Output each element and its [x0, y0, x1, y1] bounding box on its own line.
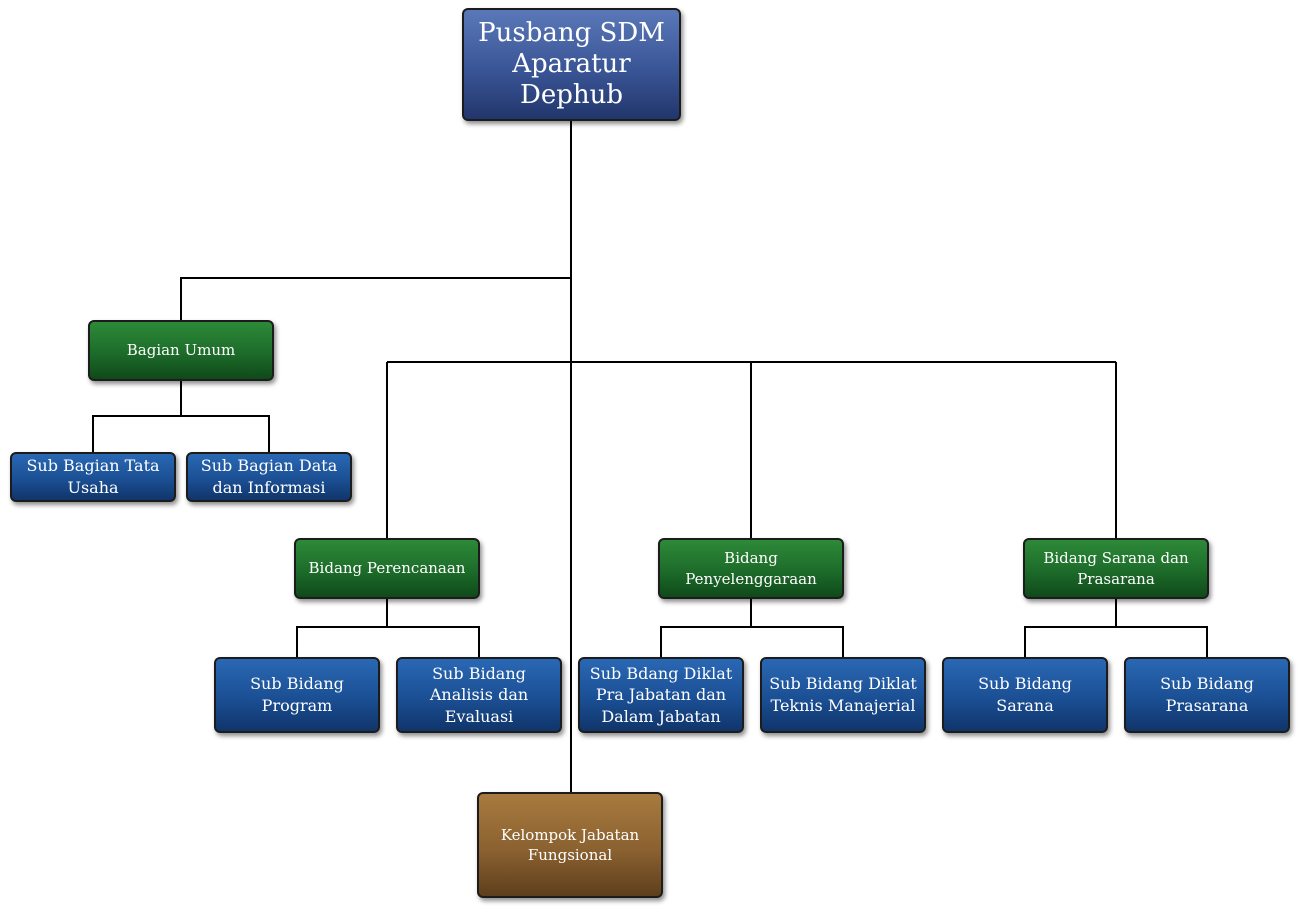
sub-bidang-diklat-pra-jabatan-label: Sub Bdang Diklat Pra Jabatan dan Dalam J… — [589, 663, 733, 726]
sub-bidang-program-label: Sub Bidang Program — [250, 674, 344, 715]
root-label: Pusbang SDM Aparatur Dephub — [478, 17, 665, 111]
kelompok-jabatan-fungsional-label: Kelompok Jabatan Fungsional — [500, 825, 640, 864]
bidang-sarana-prasarana-label: Bidang Sarana dan Prasarana — [1043, 549, 1189, 588]
sub-bagian-tata-usaha-label: Sub Bagian Tata Usaha — [26, 456, 160, 497]
bidang-penyelenggaraan-node: Bidang Penyelenggaraan — [658, 538, 844, 599]
sub-bidang-diklat-teknis-node: Sub Bidang Diklat Teknis Manajerial — [760, 657, 926, 733]
bidang-penyelenggaraan-label: Bidang Penyelenggaraan — [685, 549, 817, 588]
bagian-umum-label: Bagian Umum — [126, 341, 236, 360]
sub-bidang-diklat-teknis-label: Sub Bidang Diklat Teknis Manajerial — [769, 674, 917, 715]
root-node: Pusbang SDM Aparatur Dephub — [462, 8, 681, 121]
sub-bidang-prasarana-node: Sub Bidang Prasarana — [1124, 657, 1290, 733]
sub-bidang-analisis-evaluasi-node: Sub Bidang Analisis dan Evaluasi — [396, 657, 562, 733]
sub-bidang-diklat-pra-jabatan-node: Sub Bdang Diklat Pra Jabatan dan Dalam J… — [578, 657, 744, 733]
sub-bagian-data-informasi-node: Sub Bagian Data dan Informasi — [186, 452, 352, 502]
bidang-perencanaan-label: Bidang Perencanaan — [308, 559, 466, 578]
bidang-sarana-prasarana-node: Bidang Sarana dan Prasarana — [1023, 538, 1209, 599]
bidang-perencanaan-node: Bidang Perencanaan — [294, 538, 480, 599]
sub-bidang-analisis-evaluasi-label: Sub Bidang Analisis dan Evaluasi — [429, 663, 529, 726]
sub-bidang-sarana-node: Sub Bidang Sarana — [942, 657, 1108, 733]
sub-bagian-data-informasi-label: Sub Bagian Data dan Informasi — [200, 456, 338, 497]
sub-bidang-sarana-label: Sub Bidang Sarana — [978, 674, 1072, 715]
sub-bagian-tata-usaha-node: Sub Bagian Tata Usaha — [10, 452, 176, 502]
sub-bidang-program-node: Sub Bidang Program — [214, 657, 380, 733]
kelompok-jabatan-fungsional-node: Kelompok Jabatan Fungsional — [477, 792, 663, 898]
bagian-umum-node: Bagian Umum — [88, 320, 274, 381]
sub-bidang-prasarana-label: Sub Bidang Prasarana — [1160, 674, 1254, 715]
